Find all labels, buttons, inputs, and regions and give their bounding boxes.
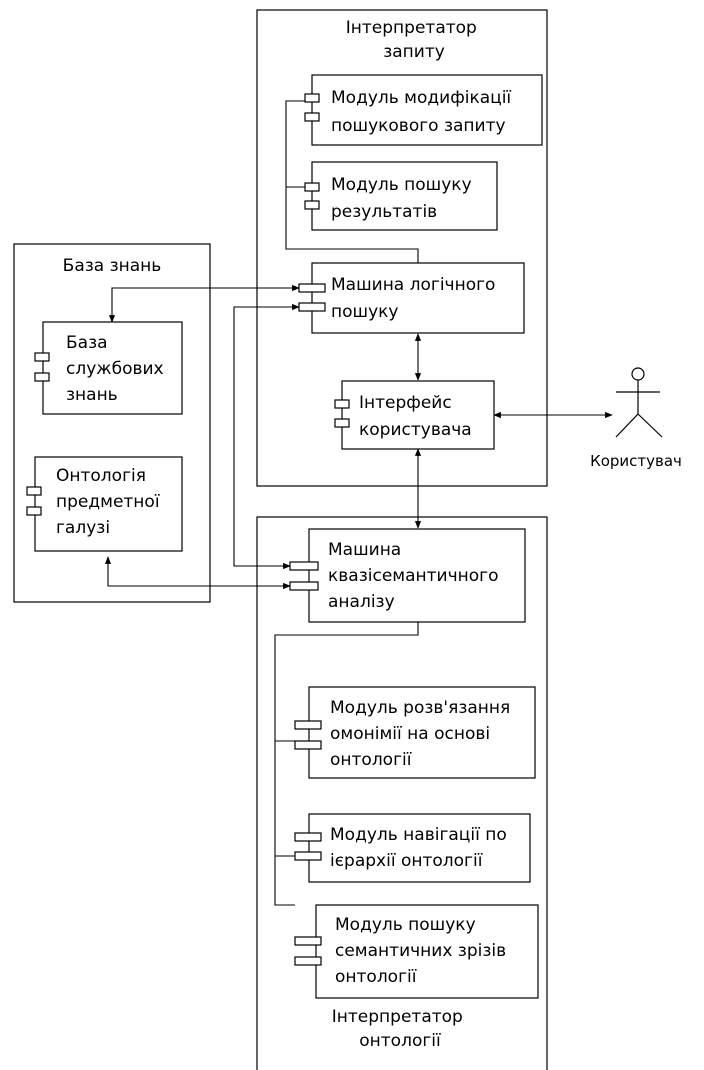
component-search-results: Модуль пошуку результатів: [304, 161, 498, 231]
knowledge-base-title: База знань: [63, 256, 162, 276]
quasi-semantic-label: Машина квазісемантичного аналізу: [328, 540, 504, 612]
component-quasi-semantic: Машина квазісемантичного аналізу: [289, 528, 526, 623]
component-semantic-slices: Модуль пошуку семантичних зрізів онтолог…: [294, 904, 539, 999]
user-actor: Користувач: [590, 367, 682, 470]
stick-figure-icon: [615, 367, 663, 438]
ontology-bus-line: [274, 622, 419, 906]
component-homonymy: Модуль розв'язання омонімії на основі он…: [294, 686, 536, 779]
component-navigation: Модуль навігації по ієрархії онтології: [294, 813, 531, 883]
query-interpreter-container: Інтерпретатор запиту: [256, 9, 548, 487]
component-service-kb: База службових знань: [34, 321, 183, 415]
logic-quasi-arrow: [233, 303, 300, 570]
ontology-interpreter-title: Інтерпретатор онтології: [332, 1007, 468, 1051]
modify-query-label: Модуль модифікації пошукового запиту: [331, 88, 517, 136]
homonymy-label: Модуль розв'язання омонімії на основі он…: [330, 698, 516, 770]
kb-logic-arrow: [108, 284, 300, 323]
user-actor-label: Користувач: [590, 452, 682, 470]
semantic-slices-label: Модуль пошуку семантичних зрізів онтолог…: [335, 915, 512, 987]
component-logic-engine: Машина логічного пошуку: [298, 262, 525, 334]
service-kb-label: База службових знань: [66, 333, 169, 405]
search-results-label: Модуль пошуку результатів: [331, 175, 477, 222]
component-domain-ontology: Онтологія предметної галузі: [26, 456, 183, 552]
domain-ontology-label: Онтологія предметної галузі: [56, 466, 165, 538]
component-user-interface: Інтерфейс користувача: [334, 380, 495, 450]
user-interface-label: Інтерфейс користувача: [359, 393, 472, 440]
component-modify-query: Модуль модифікації пошукового запиту: [304, 74, 543, 146]
navigation-label: Модуль навігації по ієрархії онтології: [330, 825, 512, 871]
query-interpreter-title: Інтерпретатор запиту: [346, 18, 482, 62]
connections: [104, 100, 613, 906]
ontology-quasi-arrow: [104, 556, 291, 590]
knowledge-base-container: База знань: [13, 243, 211, 603]
ontology-interpreter-container: Інтерпретатор онтології: [256, 516, 548, 1070]
logic-engine-label: Машина логічного пошуку: [331, 275, 501, 322]
query-bus-line: [285, 100, 419, 263]
